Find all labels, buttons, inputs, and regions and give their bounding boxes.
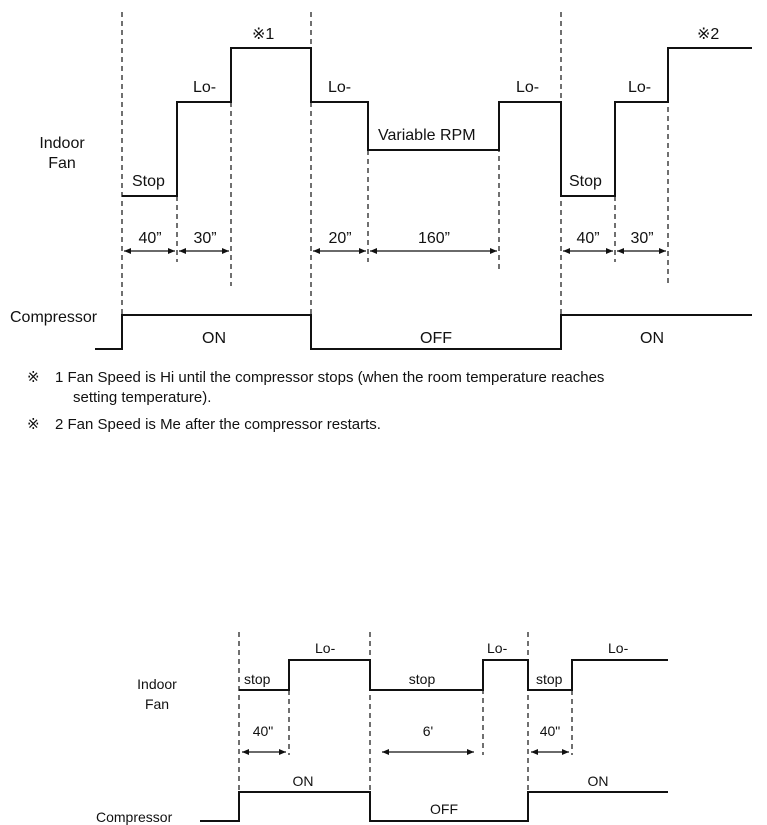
level-label-stop: stop: [409, 671, 436, 687]
level-label-stop: stop: [536, 671, 563, 687]
footnote-2-line-1: ※ 2 Fan Speed is Me after the compressor …: [27, 415, 381, 435]
level-label-stop: Stop: [569, 173, 602, 190]
diagram-2: Indoor Fan Compressor stop Lo- stop Lo- …: [96, 632, 668, 825]
footnote-text: 1 Fan Speed is Hi until the compressor s…: [55, 369, 605, 386]
compressor-waveform-1: [95, 314, 752, 350]
timing-guides-2: [238, 632, 573, 793]
duration-label: 160”: [418, 230, 450, 247]
footnote-2: ※ 2 Fan Speed is Me after the compressor …: [27, 415, 381, 435]
level-label-lo: Lo-: [328, 79, 351, 96]
duration-label: 40": [253, 723, 274, 739]
duration-label: 20”: [328, 230, 351, 247]
compressor-state-label: OFF: [420, 330, 452, 347]
duration-label: 6': [423, 723, 433, 739]
timing-guides-1: [121, 12, 669, 318]
compressor-label: Compressor: [96, 809, 173, 825]
level-label-lo: Lo-: [193, 79, 216, 96]
indoor-fan-label: Indoor: [137, 676, 177, 692]
duration-label: 40": [540, 723, 561, 739]
indoor-fan-waveform-2: [239, 659, 668, 691]
duration-label: 30”: [630, 230, 653, 247]
duration-label: 40”: [576, 230, 599, 247]
level-label-mark-1: ※1: [252, 26, 274, 43]
level-label-mark-2: ※2: [697, 26, 719, 43]
level-label-lo: Lo-: [628, 79, 651, 96]
indoor-fan-label: Fan: [48, 155, 76, 172]
compressor-state-label: ON: [293, 773, 314, 789]
indoor-fan-label: Fan: [145, 696, 169, 712]
compressor-state-label: ON: [202, 330, 226, 347]
level-label-lo: Lo-: [608, 640, 629, 656]
level-label-lo: Lo-: [315, 640, 336, 656]
level-label-lo: Lo-: [516, 79, 539, 96]
level-label-stop: Stop: [132, 173, 165, 190]
footnote-1-line-1: ※ 1 Fan Speed is Hi until the compressor …: [27, 368, 604, 388]
reference-mark: ※: [27, 416, 40, 433]
reference-mark: ※: [27, 369, 40, 386]
compressor-label: Compressor: [10, 309, 98, 326]
level-label-stop: stop: [244, 671, 271, 687]
duration-label: 30”: [193, 230, 216, 247]
compressor-state-label: ON: [640, 330, 664, 347]
level-label-lo: Lo-: [487, 640, 508, 656]
compressor-waveform-2: [200, 791, 668, 822]
duration-label: 40”: [138, 230, 161, 247]
diagram-1: Indoor Fan Compressor Stop Lo- ※1 Lo- Va…: [10, 12, 752, 350]
footnote-1-line-2: setting temperature).: [73, 389, 212, 406]
indoor-fan-waveform-1: [122, 47, 752, 197]
compressor-state-label: OFF: [430, 801, 458, 817]
level-label-variable-rpm: Variable RPM: [378, 127, 476, 144]
indoor-fan-label: Indoor: [39, 135, 85, 152]
compressor-state-label: ON: [588, 773, 609, 789]
footnote-1: ※ 1 Fan Speed is Hi until the compressor …: [27, 368, 604, 408]
footnote-text: 2 Fan Speed is Me after the compressor r…: [55, 416, 381, 433]
